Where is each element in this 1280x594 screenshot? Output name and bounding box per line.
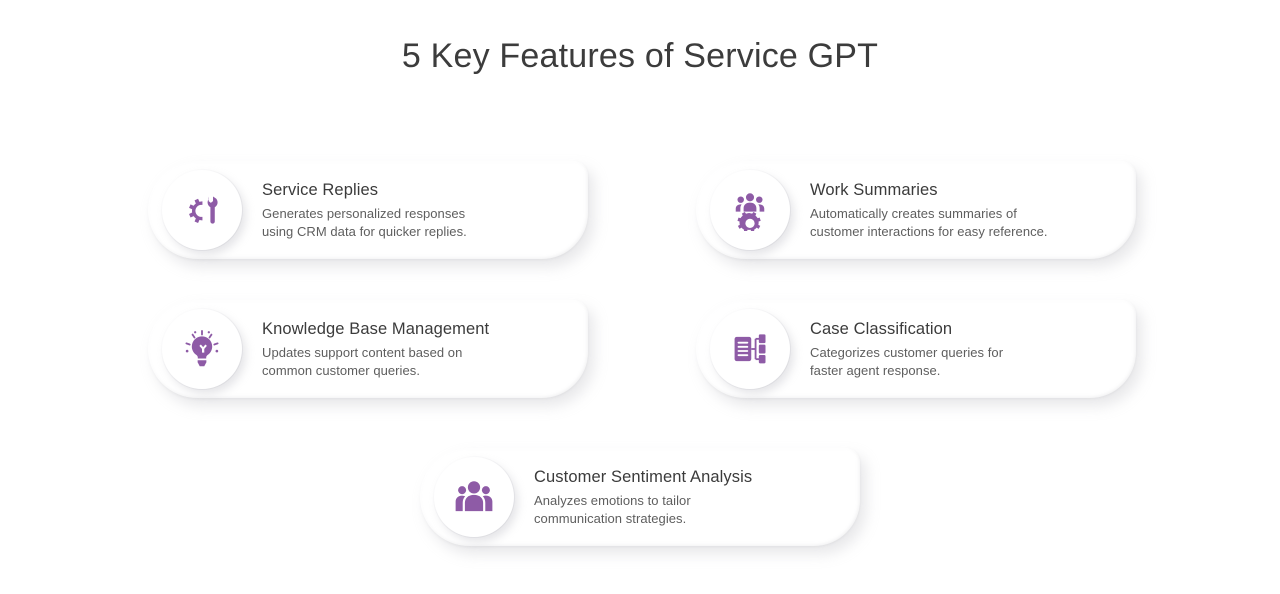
card-title: Customer Sentiment Analysis — [534, 468, 753, 486]
card-description: Categorizes customer queries for faster … — [810, 345, 1004, 378]
feature-card-customer-sentiment-analysis[interactable]: Customer Sentiment Analysis Analyzes emo… — [420, 448, 860, 546]
card-description: Analyzes emotions to tailor communicatio… — [534, 493, 691, 526]
feature-card-knowledge-base-management[interactable]: Knowledge Base Management Updates suppor… — [148, 300, 588, 398]
card-description: Updates support content based on common … — [262, 345, 463, 378]
card-title: Service Replies — [262, 181, 379, 199]
people-gear-icon — [729, 189, 771, 231]
card-title: Case Classification — [810, 320, 953, 338]
card-title: Work Summaries — [810, 181, 938, 199]
card-text: Case Classification Categorizes customer… — [810, 318, 1120, 380]
feature-card-work-summaries[interactable]: Work Summaries Automatically creates sum… — [696, 161, 1136, 259]
lightbulb-idea-icon — [181, 328, 223, 370]
card-description: Generates personalized responses using C… — [262, 206, 467, 239]
card-text: Work Summaries Automatically creates sum… — [810, 179, 1120, 241]
icon-bubble — [710, 170, 790, 250]
feature-card-case-classification[interactable]: Case Classification Categorizes customer… — [696, 300, 1136, 398]
feature-card-service-replies[interactable]: Service Replies Generates personalized r… — [148, 161, 588, 259]
people-group-icon — [453, 476, 495, 518]
icon-bubble — [434, 457, 514, 537]
card-description: Automatically creates summaries of custo… — [810, 206, 1048, 239]
card-text: Knowledge Base Management Updates suppor… — [262, 318, 572, 380]
card-text: Service Replies Generates personalized r… — [262, 179, 572, 241]
icon-bubble — [162, 170, 242, 250]
document-hierarchy-icon — [730, 329, 770, 369]
card-title: Knowledge Base Management — [262, 320, 490, 338]
page-title: 5 Key Features of Service GPT — [401, 37, 879, 75]
card-text: Customer Sentiment Analysis Analyzes emo… — [534, 466, 844, 528]
icon-bubble — [710, 309, 790, 389]
icon-bubble — [162, 309, 242, 389]
gear-wrench-icon — [181, 189, 223, 231]
